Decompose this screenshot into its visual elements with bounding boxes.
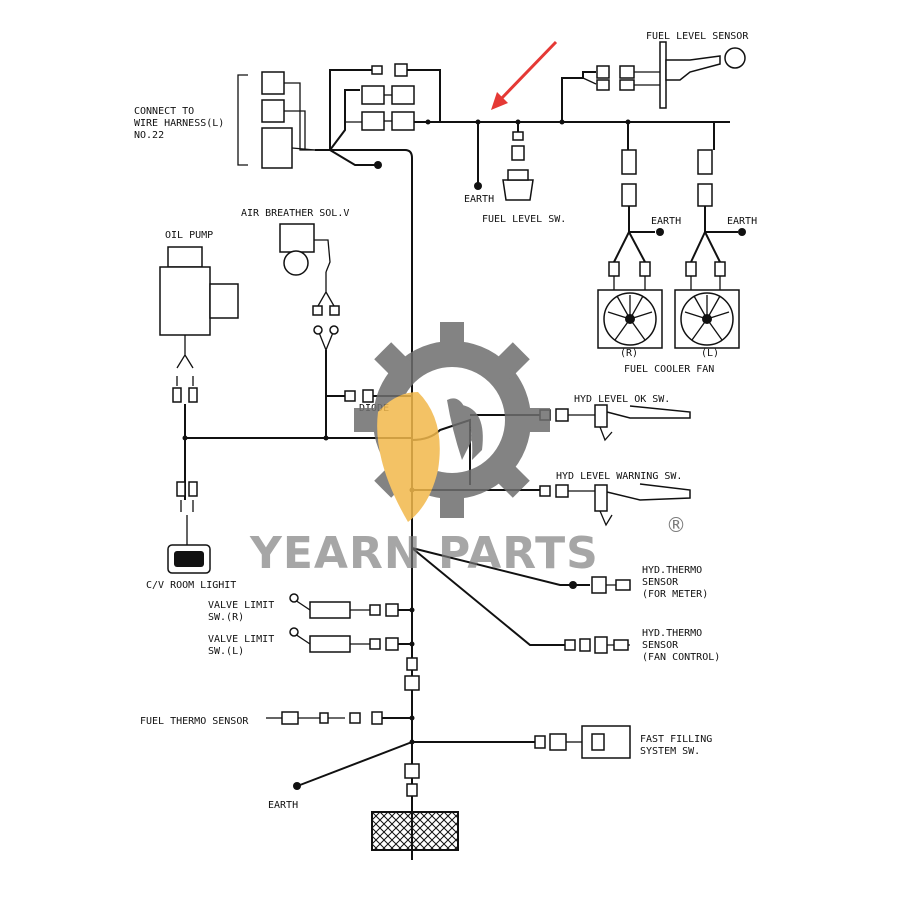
fast-filling-label-1: FAST FILLING [640, 734, 712, 745]
earth-l-label: EARTH [727, 216, 757, 227]
earth-top-label: EARTH [464, 194, 494, 205]
valve-limit-r-label-2: SW.(R) [208, 612, 244, 623]
valve-limit-r-icon [289, 593, 351, 619]
heater-grid-icon [371, 811, 459, 851]
valve-limit-l-icon [289, 627, 351, 653]
hyd-level-warning-icon [594, 483, 691, 527]
room-light-icon [167, 544, 211, 574]
red-arrow-icon [491, 40, 558, 110]
hyd-level-ok-label: HYD LEVEL OK SW. [574, 394, 670, 405]
fan-r-icon [597, 289, 663, 349]
hyd-thermo-fan-label-1: HYD.THERMO [642, 628, 702, 639]
valve-limit-l-label-1: VALVE LIMIT [208, 634, 274, 645]
hyd-thermo-meter-label-1: HYD.THERMO [642, 565, 702, 576]
air-breather-label: AIR BREATHER SOL.V [241, 208, 349, 219]
registered-mark: ® [666, 513, 686, 537]
harness-connector-group [237, 71, 316, 169]
earth-r-label: EARTH [651, 216, 681, 227]
oil-pump-label: OIL PUMP [165, 230, 213, 241]
oil-pump-icon [159, 246, 239, 336]
hyd-thermo-fan-label-2: SENSOR [642, 640, 679, 651]
watermark-logo: YEARN PARTS ® [249, 322, 686, 579]
fast-filling-label-2: SYSTEM SW. [640, 746, 700, 757]
fuel-level-sensor-label: FUEL LEVEL SENSOR [646, 31, 749, 42]
watermark-text: YEARN PARTS [249, 528, 599, 579]
hyd-level-ok-icon [594, 404, 691, 442]
fan-l-icon [674, 289, 740, 349]
connect-label-3: NO.22 [134, 130, 164, 141]
valve-limit-l-label-2: SW.(L) [208, 646, 244, 657]
leaf-icon [377, 392, 440, 522]
connect-label-2: WIRE HARNESS(L) [134, 118, 224, 129]
hyd-thermo-fan-label-3: (FAN CONTROL) [642, 652, 720, 663]
hyd-thermo-meter-label-3: (FOR METER) [642, 589, 708, 600]
fuel-thermo-sensor-label: FUEL THERMO SENSOR [140, 716, 249, 727]
hyd-thermo-meter-label-2: SENSOR [642, 577, 679, 588]
fuel-cooler-fan-label: FUEL COOLER FAN [624, 364, 714, 375]
earth-bottom-label: EARTH [268, 800, 298, 811]
fuel-level-sw-label: FUEL LEVEL SW. [482, 214, 566, 225]
room-light-label: C/V ROOM LIGHIT [146, 580, 236, 591]
fan-r-label: (R) [620, 348, 638, 359]
valve-limit-r-label-1: VALVE LIMIT [208, 600, 274, 611]
connect-label-1: CONNECT TO [134, 106, 194, 117]
hyd-level-warning-label: HYD LEVEL WARNING SW. [556, 471, 682, 482]
air-breather-icon [279, 223, 331, 276]
fan-l-label: (L) [701, 348, 719, 359]
